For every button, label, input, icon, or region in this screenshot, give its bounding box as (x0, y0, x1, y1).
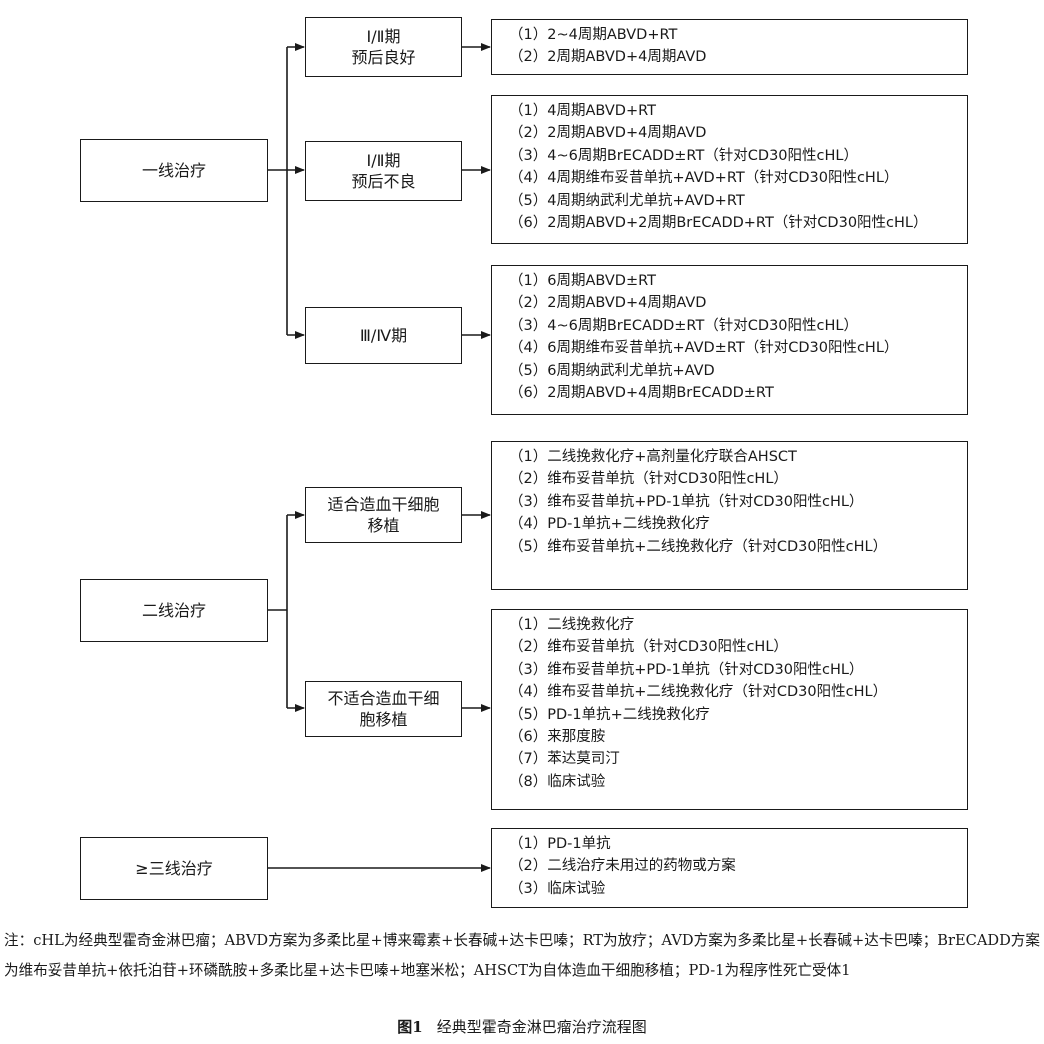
option-item: （1）2~4周期ABVD+RT (509, 27, 678, 43)
transplant-ineligible-line1: 不适合造血干细 (327, 689, 440, 708)
option-item: （3）维布妥昔单抗+PD-1单抗（针对CD30阳性cHL） (509, 493, 864, 510)
unfavorable-options-box: （1）4周期ABVD+RT （2）2周期ABVD+4周期AVD （3）4~6周期… (491, 95, 968, 244)
option-item: （3）4~6周期BrECADD±RT（针对CD30阳性cHL） (509, 317, 858, 334)
stage-1-2-unfavorable-box: Ⅰ/Ⅱ期 预后不良 (305, 141, 462, 201)
option-item: （2）维布妥昔单抗（针对CD30阳性cHL） (509, 639, 788, 656)
option-item: （5）6周期纳武利尤单抗+AVD (509, 362, 715, 379)
figure-caption: 图1 经典型霍奇金淋巴瘤治疗流程图 (0, 1017, 1044, 1037)
stage-1-2-favorable-box: Ⅰ/Ⅱ期 预后良好 (305, 17, 462, 77)
option-item: （1）PD-1单抗 (509, 836, 611, 852)
stage-3-4-box: Ⅲ/Ⅳ期 (305, 307, 462, 364)
stage-3-4-options-box: （1）6周期ABVD±RT （2）2周期ABVD+4周期AVD （3）4~6周期… (491, 265, 968, 415)
stage-1-2-unfavorable-prognosis: 预后不良 (351, 172, 416, 191)
transplant-eligible-box: 适合造血干细胞 移植 (305, 487, 462, 543)
option-item: （6）2周期ABVD+2周期BrECADD+RT（针对CD30阳性cHL） (509, 215, 928, 232)
transplant-ineligible-box: 不适合造血干细 胞移植 (305, 681, 462, 737)
option-item: （2）二线治疗未用过的药物或方案 (509, 858, 736, 875)
option-item: （4）6周期维布妥昔单抗+AVD±RT（针对CD30阳性cHL） (509, 340, 899, 357)
first-line-label: 一线治疗 (141, 161, 206, 180)
figure-title: 经典型霍奇金淋巴瘤治疗流程图 (436, 1018, 647, 1036)
option-item: （1）二线挽救化疗 (509, 617, 635, 633)
stage-1-2-favorable-prognosis: 预后良好 (351, 48, 416, 67)
second-line-box: 二线治疗 (80, 579, 268, 642)
option-item: （2）维布妥昔单抗（针对CD30阳性cHL） (509, 471, 788, 488)
connector-layer (267, 43, 491, 872)
third-line-options-box: （1）PD-1单抗 （2）二线治疗未用过的药物或方案 （3）临床试验 (491, 828, 968, 908)
option-item: （3）临床试验 (509, 880, 606, 897)
option-item: （7）苯达莫司汀 (509, 751, 620, 768)
option-item: （2）2周期ABVD+4周期AVD (509, 125, 707, 142)
eligible-options-box: （1）二线挽救化疗+高剂量化疗联合AHSCT （2）维布妥昔单抗（针对CD30阳… (491, 441, 968, 590)
third-line-box: ≥三线治疗 (80, 837, 268, 900)
option-item: （8）临床试验 (509, 773, 606, 790)
option-item: （2）2周期ABVD+4周期AVD (509, 295, 707, 312)
option-item: （1）4周期ABVD+RT (509, 103, 656, 119)
option-item: （1）二线挽救化疗+高剂量化疗联合AHSCT (509, 449, 797, 465)
transplant-ineligible-line2: 胞移植 (359, 710, 408, 729)
option-item: （3）维布妥昔单抗+PD-1单抗（针对CD30阳性cHL） (509, 661, 864, 678)
option-item: （1）6周期ABVD±RT (509, 273, 656, 289)
second-line-label: 二线治疗 (141, 601, 206, 620)
option-item: （6）2周期ABVD+4周期BrECADD±RT (509, 385, 774, 402)
option-item: （4）PD-1单抗+二线挽救化疗 (509, 516, 710, 533)
option-item: （4）维布妥昔单抗+二线挽救化疗（针对CD30阳性cHL） (509, 684, 888, 701)
third-line-label: ≥三线治疗 (135, 859, 213, 878)
transplant-eligible-line1: 适合造血干细胞 (327, 495, 440, 514)
first-line-box: 一线治疗 (80, 139, 268, 202)
favorable-options-box: （1）2~4周期ABVD+RT （2）2周期ABVD+4周期AVD (491, 19, 968, 75)
stage-1-2-unfavorable-stage: Ⅰ/Ⅱ期 (366, 151, 401, 170)
option-item: （2）2周期ABVD+4周期AVD (509, 49, 707, 66)
stage-1-2-favorable-stage: Ⅰ/Ⅱ期 (366, 27, 401, 46)
option-item: （6）来那度胺 (509, 729, 606, 746)
option-item: （4）4周期维布妥昔单抗+AVD+RT（针对CD30阳性cHL） (509, 170, 899, 187)
stage-3-4-stage: Ⅲ/Ⅳ期 (359, 326, 408, 345)
option-item: （5）4周期纳武利尤单抗+AVD+RT (509, 192, 745, 209)
option-item: （5）维布妥昔单抗+二线挽救化疗（针对CD30阳性cHL） (509, 538, 888, 555)
figure-label: 图1 (397, 1018, 423, 1036)
footnote: 注：cHL为经典型霍奇金淋巴瘤；ABVD方案为多柔比星+博来霉素+长春碱+达卡巴… (4, 932, 1040, 979)
ineligible-options-box: （1）二线挽救化疗 （2）维布妥昔单抗（针对CD30阳性cHL） （3）维布妥昔… (491, 609, 968, 810)
option-item: （3）4~6周期BrECADD±RT（针对CD30阳性cHL） (509, 147, 858, 164)
option-item: （5）PD-1单抗+二线挽救化疗 (509, 706, 710, 723)
transplant-eligible-line2: 移植 (367, 516, 400, 535)
